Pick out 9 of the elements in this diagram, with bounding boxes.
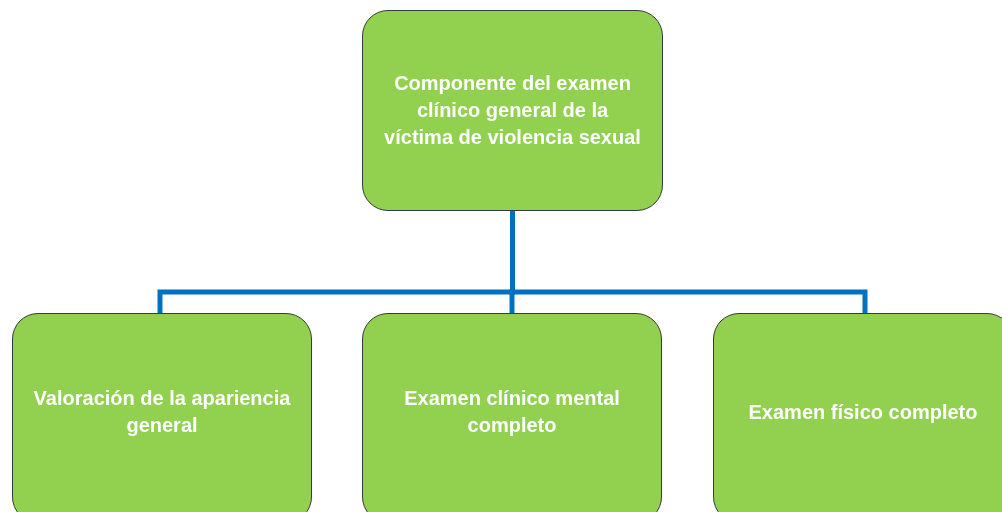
rounded-box xyxy=(362,313,662,512)
box-label: Examen clínico mental completo xyxy=(403,386,621,438)
connector-line xyxy=(510,211,868,313)
box-label: Examen físico completo xyxy=(748,399,978,425)
box-label: Valoración de la apariencia general xyxy=(32,386,292,438)
box-label: Componente del examen clínico general de la víctima de violencia sexual xyxy=(383,71,642,150)
rounded-box xyxy=(362,10,663,211)
rounded-box xyxy=(713,313,1002,512)
rounded-box xyxy=(12,313,312,512)
